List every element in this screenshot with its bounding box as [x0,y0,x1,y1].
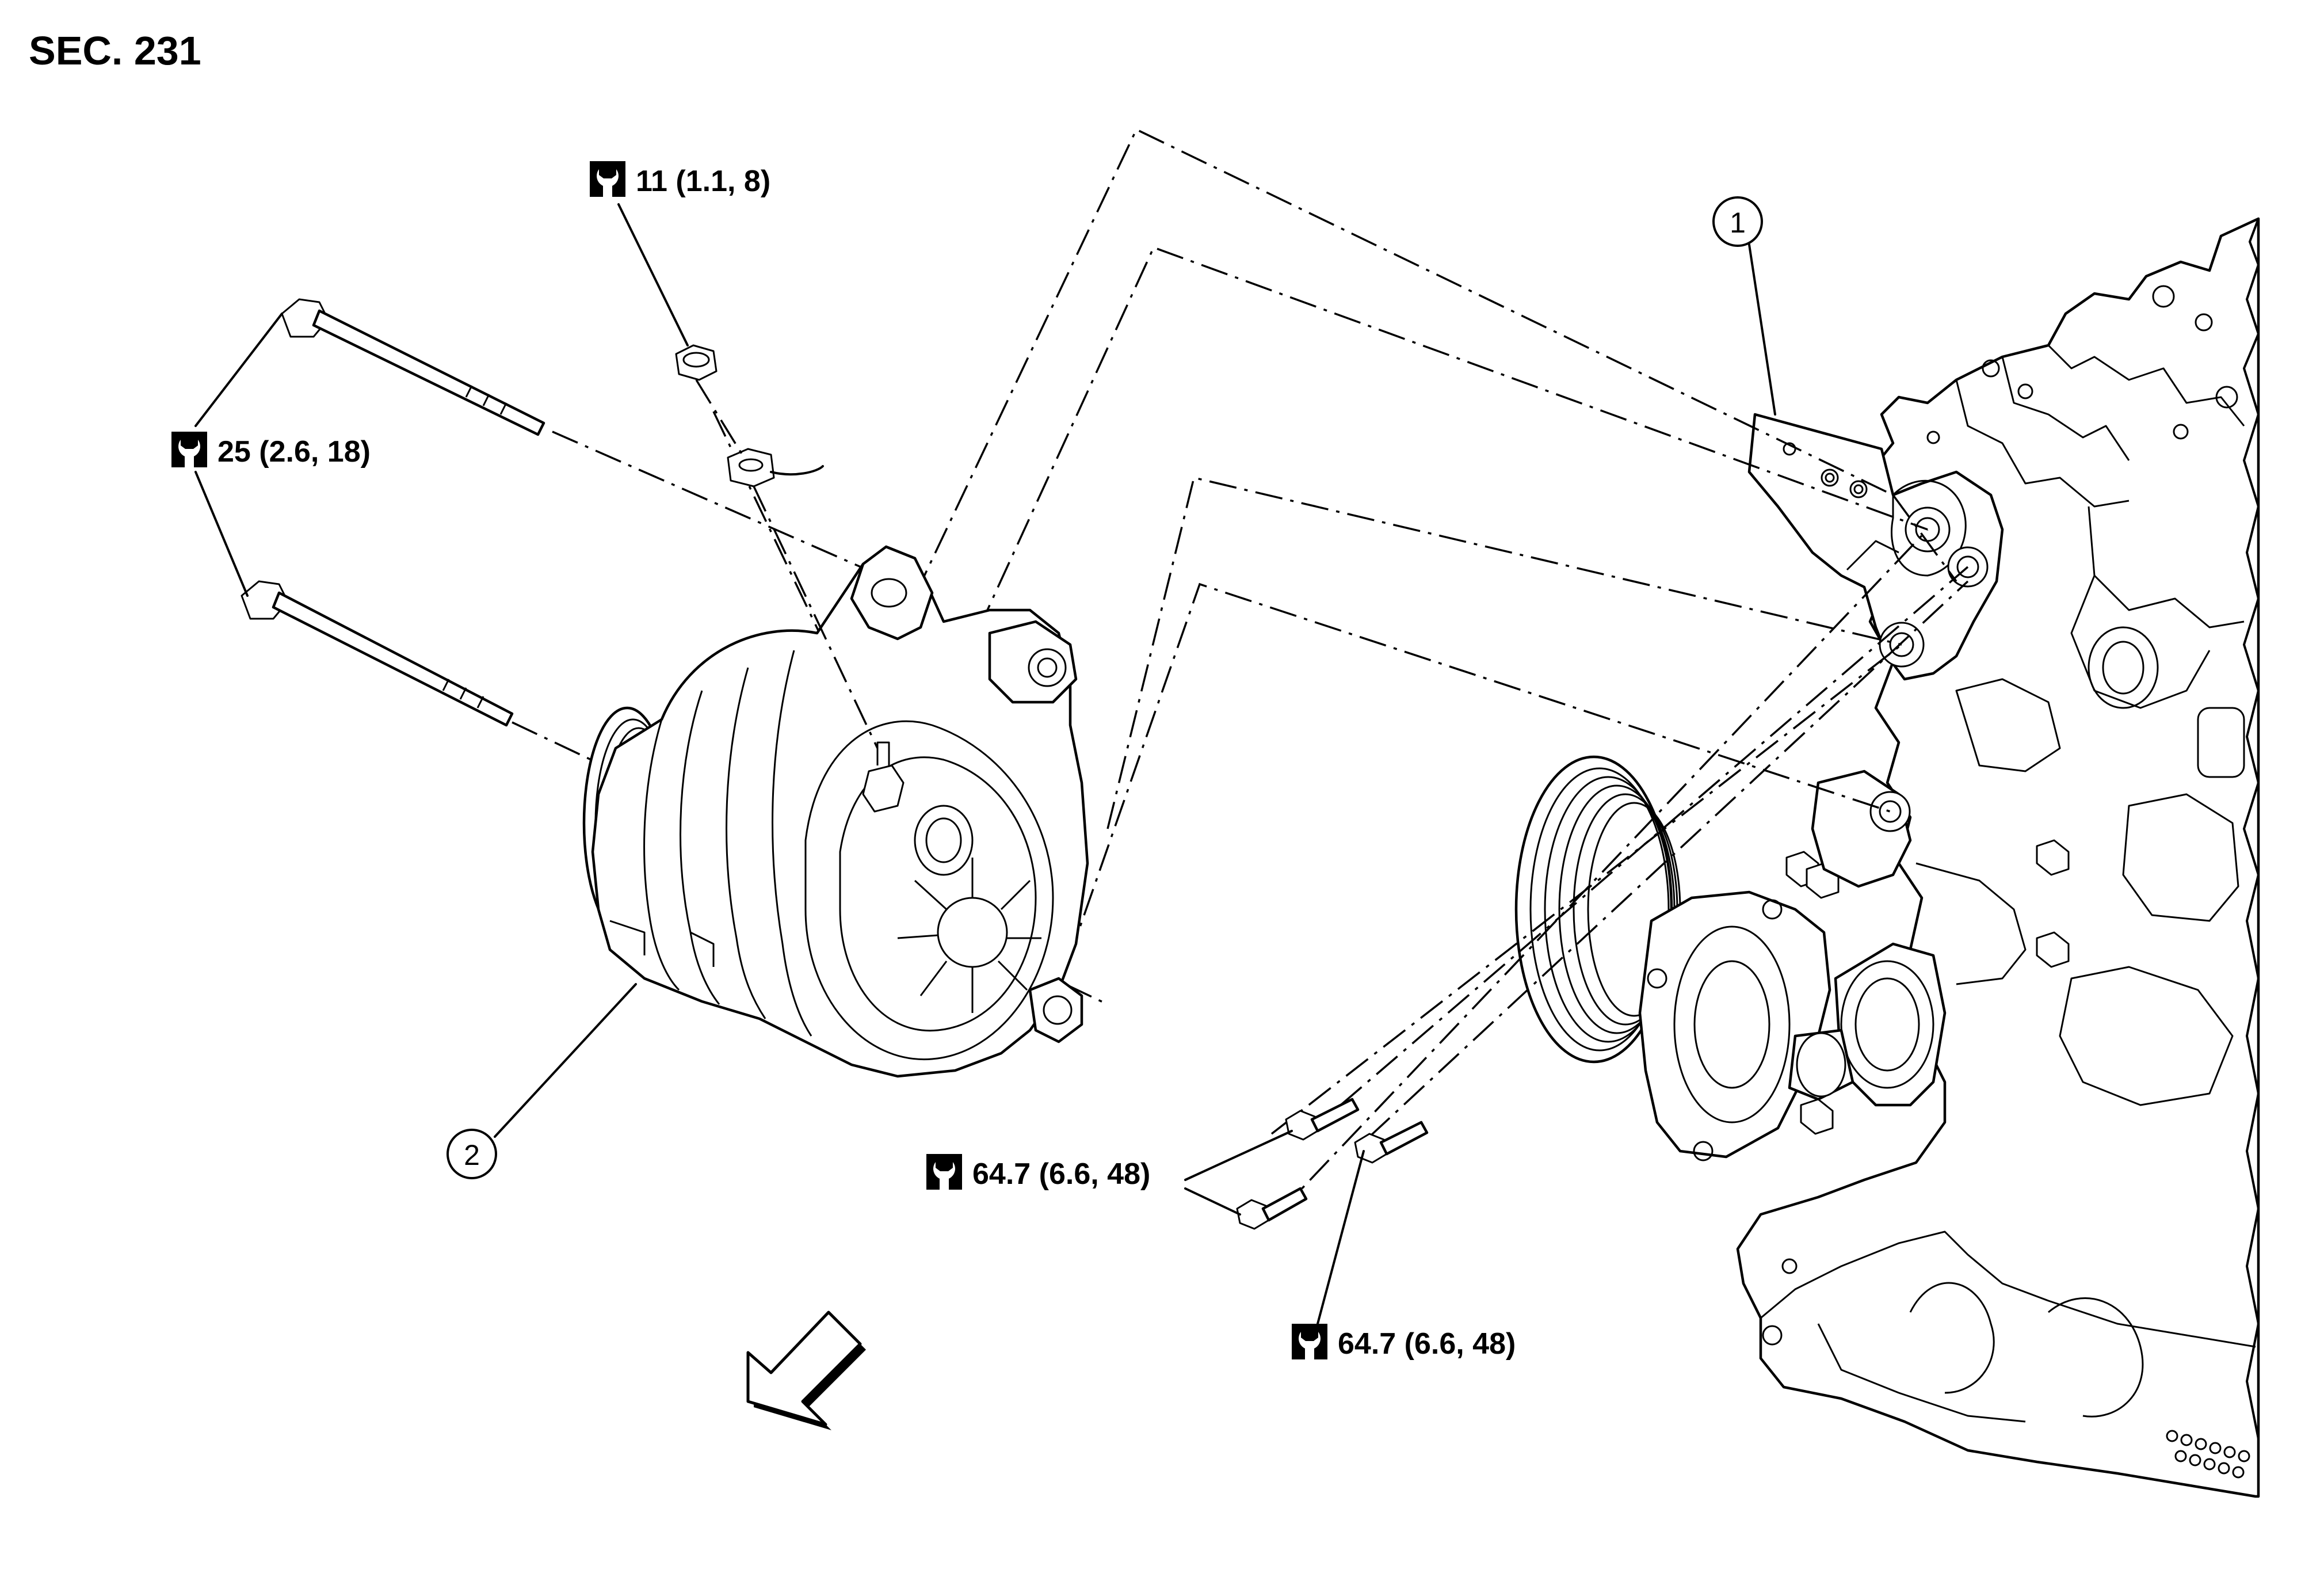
short-bolt-lower [1236,1187,1308,1230]
torque-spec-nut-text: 11 (1.1, 8) [636,165,770,198]
torque-spec-lower-bolts-b: 64.7 (6.6, 48) [1292,1324,1516,1361]
alternator-bracket [1747,413,2004,681]
torque-spec-lower-bolts-b-text: 64.7 (6.6, 48) [1338,1327,1516,1361]
terminal-washer-cable [695,379,879,749]
callout-2: 2 [447,1129,497,1179]
front-arrow-icon [746,1311,866,1430]
callout-1-label: 1 [1730,207,1746,239]
torque-spec-upper-bolts: 25 (2.6, 18) [171,432,371,468]
callout-2-label: 2 [464,1139,480,1171]
torque-spec-lower-bolts-a: 64.7 (6.6, 48) [926,1154,1150,1191]
torque-spec-nut: 11 (1.1, 8) [590,161,770,198]
torque-wrench-icon [1292,1324,1327,1359]
block-bolt-row [2166,1430,2250,1479]
torque-spec-upper-bolts-text: 25 (2.6, 18) [217,435,371,468]
torque-wrench-icon [590,161,625,197]
lower-bolt [241,580,514,727]
terminal-nut [675,344,718,381]
water-pump-pulley [1514,755,2070,1161]
torque-wrench-icon [171,432,207,467]
callout-1: 1 [1712,196,1763,247]
section-label: SEC. 231 [29,28,201,73]
short-bolt-right [1354,1121,1429,1164]
block-bolt-hex [1785,839,2070,1135]
torque-wrench-icon [926,1154,962,1190]
engine-block [1736,217,2260,1498]
alternator [582,545,1089,1078]
rear-cover-vents [897,858,1041,1013]
upper-bolt [281,298,545,436]
short-bolt-upper [1285,1098,1360,1141]
torque-spec-lower-bolts-a-text: 64.7 (6.6, 48) [972,1157,1150,1191]
leader-lines [194,203,1776,1325]
